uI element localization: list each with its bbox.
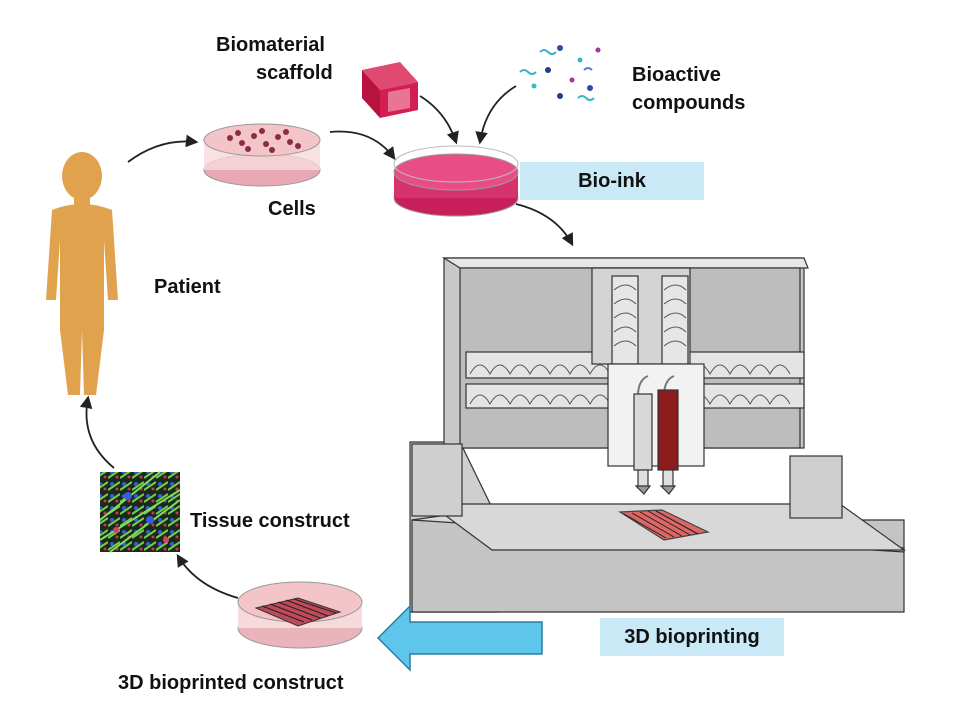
tissue-micrograph-icon xyxy=(99,471,181,553)
arrow-tissue-to-patient xyxy=(79,395,115,469)
label-tissue-construct: Tissue construct xyxy=(190,510,350,532)
patient-icon xyxy=(46,152,118,395)
label-bioactive-line2: compounds xyxy=(632,92,746,114)
label-cells: Cells xyxy=(268,198,316,220)
arrow-cells-to-bioink xyxy=(329,130,396,161)
label-bioprinted-construct: 3D bioprinted construct xyxy=(118,672,344,694)
bioprinting-label-box: 3D bioprinting xyxy=(600,618,784,656)
label-bioactive-line1: Bioactive xyxy=(632,64,721,86)
arrow-bioink-to-printer xyxy=(515,203,574,247)
label-biomaterial-line1: Biomaterial xyxy=(216,34,325,56)
arrow-compounds-to-bioink xyxy=(475,85,517,145)
bioprinter-icon xyxy=(409,257,906,613)
cube-scaffold-icon xyxy=(362,62,418,118)
bio-ink-label-box: Bio-ink xyxy=(520,162,704,200)
cells-dish-icon xyxy=(203,123,321,187)
arrow-patient-to-cells xyxy=(127,134,199,163)
molecules-icon xyxy=(519,45,601,101)
bio-ink-dish-icon xyxy=(393,145,519,217)
arrow-construct-to-tissue xyxy=(176,553,239,599)
label-patient: Patient xyxy=(154,276,221,298)
label-biomaterial-line2: scaffold xyxy=(256,62,333,84)
arrow-scaffold-to-bioink xyxy=(419,95,459,145)
bioprinted-construct-dish-icon xyxy=(237,581,363,649)
big-arrow-icon xyxy=(376,604,543,672)
